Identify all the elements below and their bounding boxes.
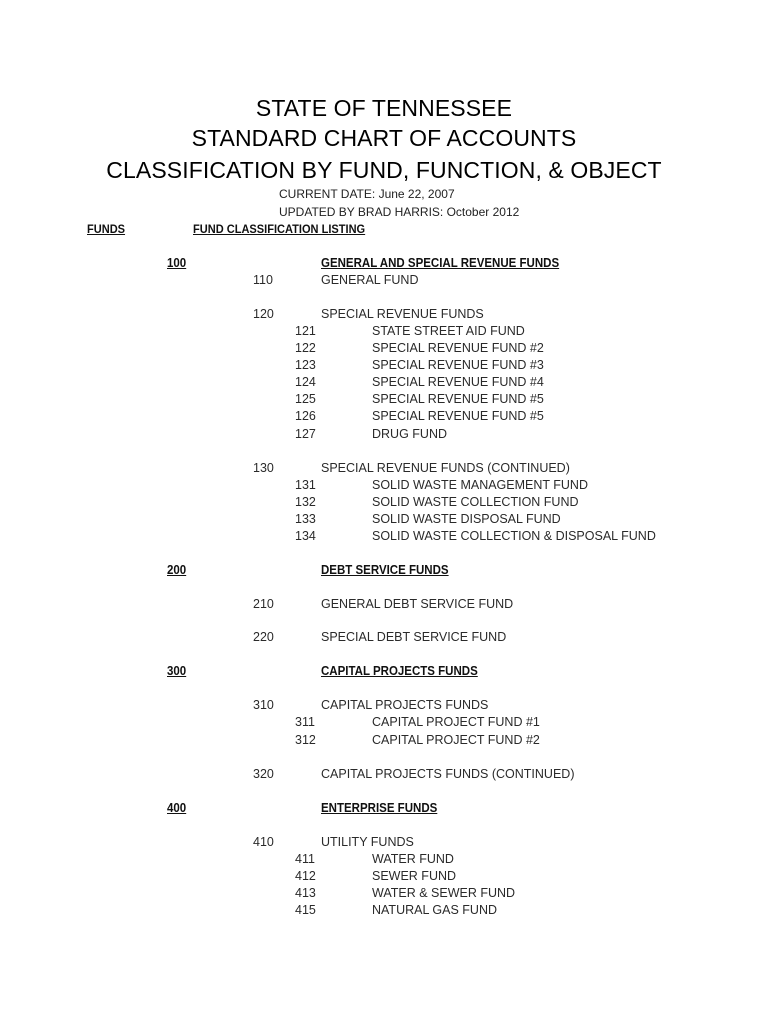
fund-name: GENERAL AND SPECIAL REVENUE FUNDS (321, 256, 560, 270)
subgroup-code: 130 (253, 461, 274, 475)
item-name: WATER FUND (372, 852, 454, 866)
subgroup-code: 110 (253, 273, 273, 287)
item-name: DRUG FUND (372, 427, 447, 441)
fund-code: 300 (167, 664, 187, 678)
item-name: SPECIAL REVENUE FUND #3 (372, 358, 544, 372)
item-name: SOLID WASTE MANAGEMENT FUND (372, 478, 588, 492)
updated-by: UPDATED BY BRAD HARRIS: October 2012 (279, 205, 520, 219)
item-code: 132 (295, 495, 316, 509)
item-code: 134 (295, 529, 316, 543)
fund-code: 100 (167, 256, 187, 270)
item-code: 311 (295, 715, 315, 729)
subgroup-code: 310 (253, 698, 274, 712)
fund-code: 400 (167, 801, 187, 815)
item-name: SOLID WASTE COLLECTION & DISPOSAL FUND (372, 529, 656, 543)
fund-name: CAPITAL PROJECTS FUNDS (321, 664, 478, 678)
item-name: SPECIAL REVENUE FUND #4 (372, 375, 544, 389)
item-code: 124 (295, 375, 316, 389)
subgroup-code: 210 (253, 597, 274, 611)
item-code: 131 (295, 478, 316, 492)
subgroup-name: CAPITAL PROJECTS FUNDS (CONTINUED) (321, 767, 575, 781)
subgroup-name: SPECIAL REVENUE FUNDS (321, 307, 484, 321)
item-name: STATE STREET AID FUND (372, 324, 525, 338)
subgroup-name: SPECIAL REVENUE FUNDS (CONTINUED) (321, 461, 570, 475)
column-header-listing: FUND CLASSIFICATION LISTING (193, 222, 366, 236)
item-name: SOLID WASTE DISPOSAL FUND (372, 512, 561, 526)
title-line-3: CLASSIFICATION BY FUND, FUNCTION, & OBJE… (106, 157, 662, 183)
fund-name: ENTERPRISE FUNDS (321, 801, 438, 815)
item-name: SPECIAL REVENUE FUND #2 (372, 341, 544, 355)
fund-name: DEBT SERVICE FUNDS (321, 563, 449, 577)
item-name: CAPITAL PROJECT FUND #2 (372, 733, 540, 747)
item-name: SOLID WASTE COLLECTION FUND (372, 495, 579, 509)
current-date: CURRENT DATE: June 22, 2007 (279, 187, 455, 201)
subgroup-code: 410 (253, 835, 274, 849)
item-code: 133 (295, 512, 316, 526)
item-code: 127 (295, 427, 316, 441)
subgroup-name: GENERAL DEBT SERVICE FUND (321, 597, 514, 611)
subgroup-code: 220 (253, 630, 274, 644)
item-code: 412 (295, 869, 316, 883)
item-code: 126 (295, 409, 316, 423)
item-code: 122 (295, 341, 316, 355)
item-name: CAPITAL PROJECT FUND #1 (372, 715, 540, 729)
item-name: SPECIAL REVENUE FUND #5 (372, 392, 544, 406)
item-code: 413 (295, 886, 316, 900)
subgroup-name: CAPITAL PROJECTS FUNDS (321, 698, 489, 712)
subgroup-name: SPECIAL DEBT SERVICE FUND (321, 630, 507, 644)
item-name: SEWER FUND (372, 869, 457, 883)
item-code: 411 (295, 852, 315, 866)
item-name: WATER & SEWER FUND (372, 886, 516, 900)
subgroup-code: 320 (253, 767, 274, 781)
subgroup-name: GENERAL FUND (321, 273, 419, 287)
item-code: 123 (295, 358, 316, 372)
item-name: NATURAL GAS FUND (372, 903, 498, 917)
title-line-1: STATE OF TENNESSEE (255, 95, 513, 121)
item-code: 125 (295, 392, 316, 406)
item-code: 121 (295, 324, 316, 338)
fund-code: 200 (167, 563, 187, 577)
column-header-funds: FUNDS (87, 222, 126, 236)
item-code: 415 (295, 903, 316, 917)
title-line-2: STANDARD CHART OF ACCOUNTS (191, 125, 577, 151)
item-code: 312 (295, 733, 316, 747)
subgroup-code: 120 (253, 307, 274, 321)
subgroup-name: UTILITY FUNDS (321, 835, 414, 849)
item-name: SPECIAL REVENUE FUND #5 (372, 409, 544, 423)
